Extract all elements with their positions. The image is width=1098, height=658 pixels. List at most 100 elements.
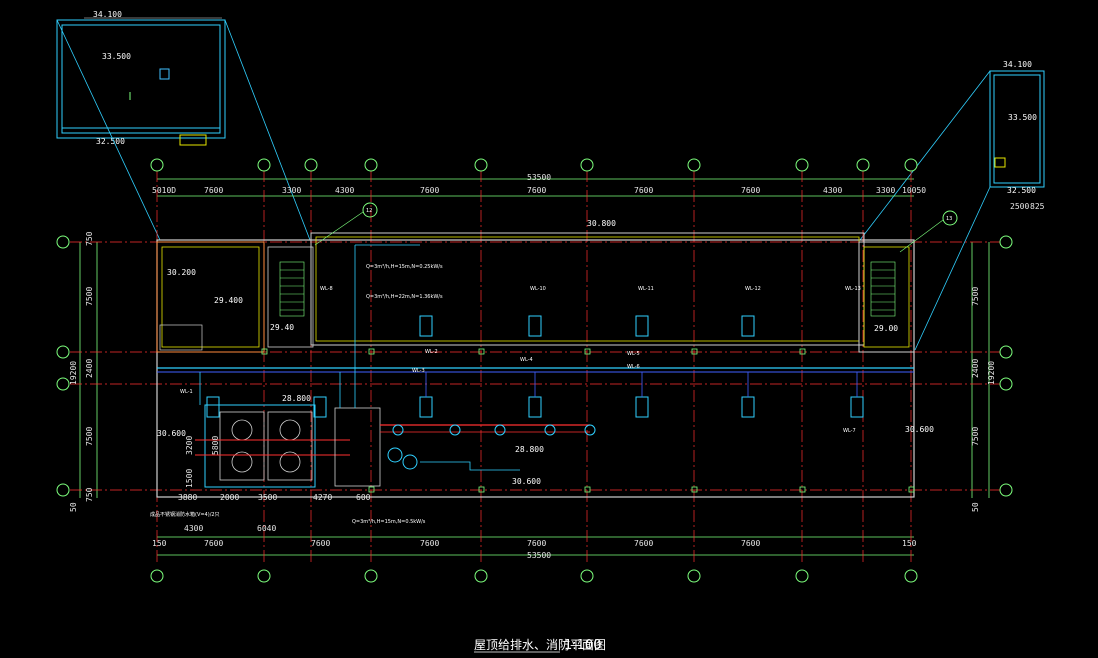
svg-text:3880: 3880 (178, 493, 197, 502)
svg-text:12: 12 (366, 208, 372, 214)
svg-text:50: 50 (69, 502, 78, 512)
svg-text:1500: 1500 (185, 469, 194, 488)
roof-drains (206, 315, 864, 418)
water-pipes (199, 244, 520, 471)
callout-13: 13 (899, 210, 958, 253)
riser-label-wl12: WL-12 (745, 286, 761, 292)
svg-text:7500: 7500 (971, 287, 980, 306)
svg-text:50: 50 (971, 502, 980, 512)
right-inset-plan: 34.100 33.500 32.500 2500 825 (989, 60, 1045, 211)
pump-equipment-row: 28.800 (334, 407, 596, 487)
drawing-title-text: 屋顶给排水、消防平面图 (474, 637, 606, 652)
flow-note-2: Q=3m³/h,H=22m,N=1.36kW/s (366, 294, 443, 300)
left-inset-plan: 34.100 33.500 32.500 (56, 10, 226, 146)
svg-text:150: 150 (902, 539, 917, 548)
svg-text:2400: 2400 (971, 359, 980, 378)
right-inset-dim-a: 2500 (1010, 202, 1029, 211)
riser-label-wl13: WL-13 (845, 286, 861, 292)
riser-label-wl11: WL-11 (638, 286, 654, 292)
pipe-markers (261, 348, 915, 493)
svg-text:19200: 19200 (69, 361, 78, 385)
callout-12: 12 (314, 202, 378, 246)
riser-label-wl3: WL-3 (412, 368, 425, 374)
riser-label-wl2: WL-2 (425, 349, 438, 355)
left-inset-bottom-elevation: 32.500 (96, 137, 125, 146)
drawing-title: 屋顶给排水、消防平面图 1:100 (474, 637, 606, 653)
building-outline (156, 232, 915, 498)
svg-text:5010D: 5010D (152, 186, 176, 195)
stair-left-elevation-a: 30.200 (167, 268, 196, 277)
pump-area-elevation: 28.800 (515, 445, 544, 454)
svg-text:7600: 7600 (634, 186, 653, 195)
svg-text:4300: 4300 (184, 524, 203, 533)
svg-text:3300: 3300 (282, 186, 301, 195)
right-inset-dim-b: 825 (1030, 202, 1045, 211)
dim-total-bottom: 53500 (527, 551, 551, 560)
svg-text:7600: 7600 (420, 186, 439, 195)
left-inset-floor-elevation: 33.500 (102, 52, 131, 61)
svg-text:13: 13 (946, 216, 952, 222)
svg-text:7600: 7600 (741, 539, 760, 548)
roof-bottom-elevation: 30.600 (512, 477, 541, 486)
svg-text:600: 600 (356, 493, 371, 502)
left-stair-core: 30.200 29.400 29.40 (156, 241, 314, 353)
left-inset-top-elevation: 34.100 (93, 10, 122, 19)
flow-note-1: Q=3m³/h,H=15m,N=0.25kW/s (366, 264, 443, 270)
water-tank-room: 28.800 (195, 394, 350, 488)
svg-text:7500: 7500 (971, 427, 980, 446)
roof-left-low-elevation: 30.600 (157, 429, 186, 438)
dimension-text-top: 53500 5010D 7600 3300 4300 7600 7600 760… (152, 173, 926, 195)
svg-text:3300: 3300 (876, 186, 895, 195)
riser-lines (425, 372, 858, 397)
svg-text:7500: 7500 (85, 427, 94, 446)
svg-text:2000: 2000 (220, 493, 239, 502)
riser-label-wl5: WL-5 (627, 351, 640, 357)
svg-text:4300: 4300 (335, 186, 354, 195)
svg-text:6040: 6040 (257, 524, 276, 533)
roof-main-elevation: 30.800 (587, 219, 616, 228)
riser-label-wl10: WL-10 (530, 286, 546, 292)
svg-text:750: 750 (85, 487, 94, 502)
tank-room-elevation: 28.800 (282, 394, 311, 403)
svg-text:7600: 7600 (527, 539, 546, 548)
right-inset-bottom-elevation: 32.500 (1007, 186, 1036, 195)
svg-text:5800: 5800 (211, 436, 220, 455)
riser-label-wl7: WL-7 (843, 428, 856, 434)
svg-text:7600: 7600 (634, 539, 653, 548)
left-inset-leader-a (56, 19, 161, 241)
dimension-text-bottom: 150 7600 7600 7600 7600 7600 7600 150 53… (152, 539, 917, 560)
svg-text:7500: 7500 (85, 287, 94, 306)
svg-text:10050: 10050 (902, 186, 926, 195)
svg-text:750: 750 (85, 231, 94, 246)
drawing-scale: 1:100 (564, 638, 601, 653)
riser-label-wl4: WL-4 (520, 357, 533, 363)
tank-label: 成品不锈钢消防水箱(V=4)/2只 (150, 511, 220, 518)
right-inset-leader-b (914, 186, 991, 351)
svg-text:7600: 7600 (741, 186, 760, 195)
grid-axis-bubbles (56, 158, 1013, 583)
right-inset-top-elevation: 34.100 (1003, 60, 1032, 69)
svg-text:7600: 7600 (420, 539, 439, 548)
svg-text:4300: 4300 (823, 186, 842, 195)
flow-note-3: Q=3m³/h,H=15m,N=0.5kW/s (352, 519, 426, 525)
dimension-text-left: 750 7500 2400 7500 750 19200 50 (69, 231, 94, 512)
dimension-text-tank-vertical: 1500 3200 5800 (185, 436, 220, 488)
riser-label-wl6: WL-6 (627, 364, 640, 370)
left-inset-leader-b (224, 19, 311, 241)
stair-left-elevation-b: 29.400 (214, 296, 243, 305)
grid-lines-vertical (156, 170, 912, 565)
roof-right-elevation: 30.600 (905, 425, 934, 434)
svg-text:4270: 4270 (313, 493, 332, 502)
svg-text:2400: 2400 (85, 359, 94, 378)
riser-labels: WL-8 WL-10 WL-11 WL-12 WL-13 WL-1 WL-2 W… (180, 286, 861, 434)
svg-text:7600: 7600 (204, 539, 223, 548)
svg-text:7600: 7600 (311, 539, 330, 548)
dimension-lines (79, 178, 990, 556)
svg-text:3500: 3500 (258, 493, 277, 502)
right-inset-floor-elevation: 33.500 (1008, 113, 1037, 122)
right-inset-leader-a (859, 70, 991, 241)
riser-label-wl1: WL-1 (180, 389, 193, 395)
stair-right-elevation: 29.00 (874, 324, 898, 333)
riser-label-wl8: WL-8 (320, 286, 333, 292)
